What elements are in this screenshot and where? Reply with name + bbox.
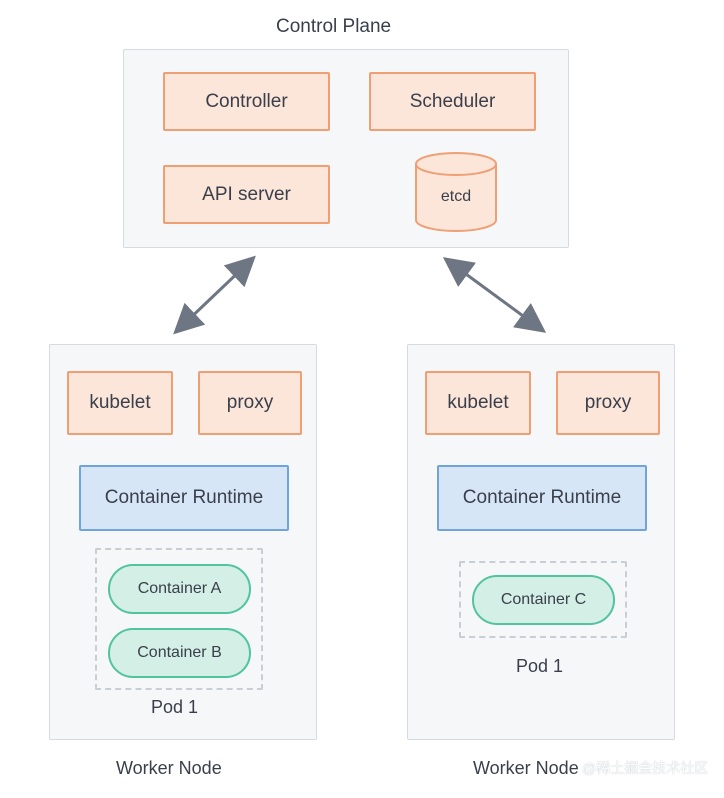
etcd-database-icon: etcd [414,151,498,233]
worker-node-label: Worker Node [473,758,579,778]
proxy-label: proxy [226,392,274,413]
container-pill: Container A [108,564,251,614]
pod-label: Pod 1 [151,697,199,717]
container-label: Container C [500,591,587,608]
scheduler-label: Scheduler [409,90,496,112]
kubelet-box: kubelet [425,371,531,435]
watermark-text: @稀土掘金技术社区 [582,760,709,776]
control-plane-panel: Controller Scheduler API server etcd [123,49,569,248]
proxy-label: proxy [584,392,632,413]
arrow-control-to-worker-1 [173,255,256,335]
container-label: Container B [137,644,222,661]
pod-label: Pod 1 [516,656,564,676]
worker-node-panel: kubelet proxy Container Runtime Containe… [407,344,675,740]
kubelet-label: kubelet [89,392,151,413]
api-server-box: API server [163,165,330,224]
proxy-box: proxy [198,371,302,435]
container-pill: Container C [472,575,615,625]
scheduler-box: Scheduler [369,72,536,131]
container-label: Container A [137,580,222,597]
container-runtime-label: Container Runtime [462,487,622,508]
etcd-label: etcd [440,188,472,205]
container-runtime-label: Container Runtime [104,487,264,508]
worker-node-label: Worker Node [116,758,222,778]
controller-box: Controller [163,72,330,131]
pod-box: Container A Container B [95,548,263,690]
arrow-control-to-worker-2 [442,257,547,333]
worker-node-panel: kubelet proxy Container Runtime Containe… [49,344,317,740]
container-runtime-box: Container Runtime [437,465,647,531]
proxy-box: proxy [556,371,660,435]
kubelet-box: kubelet [67,371,173,435]
controller-label: Controller [205,90,288,112]
pod-box: Container C [459,561,627,638]
container-runtime-box: Container Runtime [79,465,289,531]
kubelet-label: kubelet [447,392,509,413]
control-plane-title: Control Plane [276,16,392,37]
container-pill: Container B [108,628,251,678]
api-server-label: API server [202,183,291,205]
